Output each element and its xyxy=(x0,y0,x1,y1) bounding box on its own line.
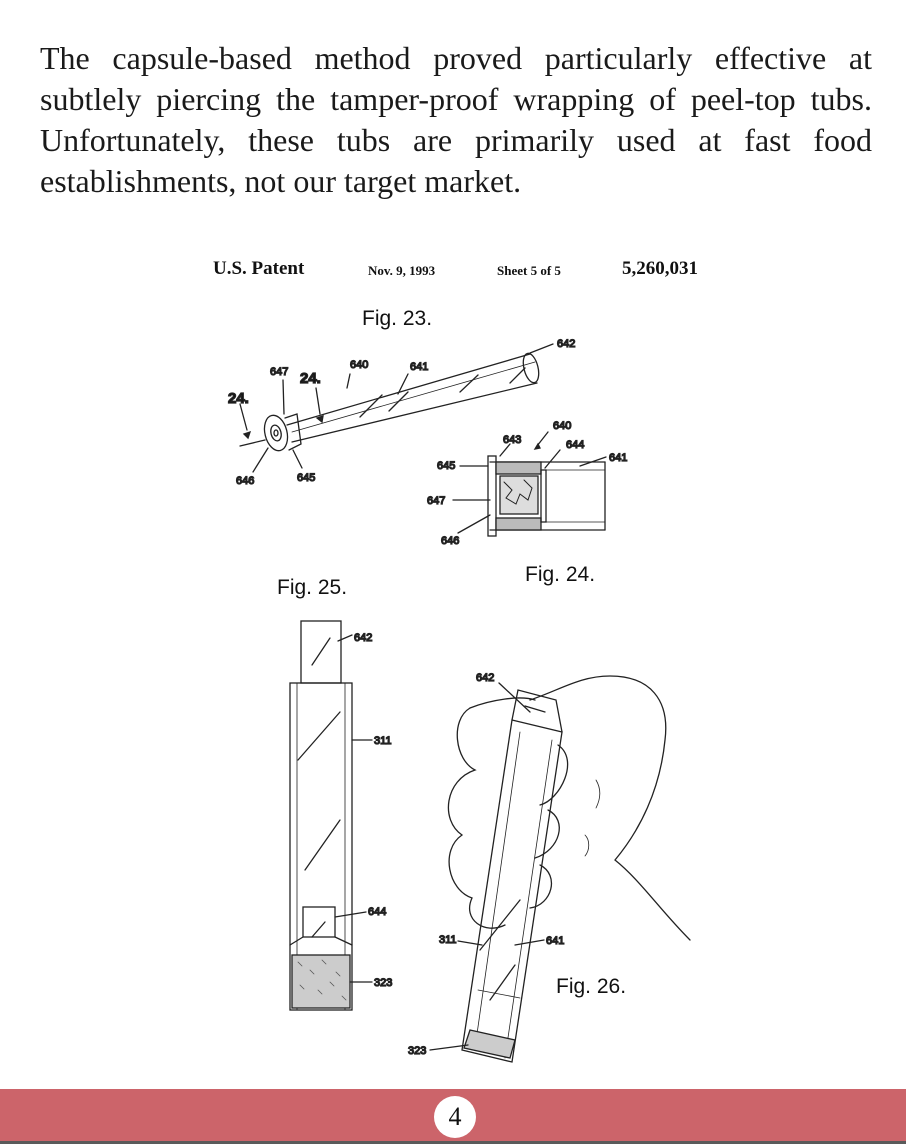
ref-641-fig26: 641 xyxy=(546,935,564,947)
fig26-drawing xyxy=(429,675,691,1063)
patent-header: U.S. Patent Nov. 9, 1993 Sheet 5 of 5 5,… xyxy=(0,258,906,282)
ref-646-fig24: 646 xyxy=(441,535,459,547)
intro-paragraph: The capsule-based method proved particul… xyxy=(40,40,872,199)
ref-646-fig23: 646 xyxy=(236,475,254,487)
ref-641-fig24: 641 xyxy=(609,452,627,464)
ref-311-fig26: 311 xyxy=(439,934,457,946)
patent-label: U.S. Patent xyxy=(213,258,305,279)
ref-645-fig23: 645 xyxy=(297,472,315,484)
patent-date: Nov. 9, 1993 xyxy=(368,263,436,278)
fig24-label: Fig. 24. xyxy=(525,563,596,586)
ref-311-fig25: 311 xyxy=(374,735,392,747)
ref-644-fig25: 644 xyxy=(368,906,386,918)
page-number: 4 xyxy=(434,1096,476,1138)
ref-647-fig24: 647 xyxy=(427,495,445,507)
fig25-drawing xyxy=(289,620,373,1011)
ref-642-fig26: 642 xyxy=(476,672,494,684)
ref-323-fig25: 323 xyxy=(374,977,392,989)
fig23-label: Fig. 23. xyxy=(362,307,433,330)
fig24-drawing xyxy=(452,431,607,537)
ref-642-fig25: 642 xyxy=(354,632,372,644)
ref-24-left: 24. xyxy=(228,390,249,407)
ref-647-fig23: 647 xyxy=(270,366,288,378)
ref-643-fig24: 643 xyxy=(503,434,521,446)
ref-644-fig24: 644 xyxy=(566,439,584,451)
fig25-label: Fig. 25. xyxy=(277,576,348,599)
ref-640-fig23: 640 xyxy=(350,359,368,371)
ref-640-fig24: 640 xyxy=(553,420,571,432)
fig23-drawing xyxy=(239,343,554,473)
patent-number: 5,260,031 xyxy=(622,258,698,279)
ref-24-top: 24. xyxy=(300,370,321,387)
ref-323-fig26: 323 xyxy=(408,1045,426,1057)
patent-sheet: Sheet 5 of 5 xyxy=(497,263,561,278)
ref-645-fig24: 645 xyxy=(437,460,455,472)
ref-641-fig23: 641 xyxy=(410,361,428,373)
fig26-label: Fig. 26. xyxy=(556,975,627,998)
ref-642-fig23: 642 xyxy=(557,338,575,350)
